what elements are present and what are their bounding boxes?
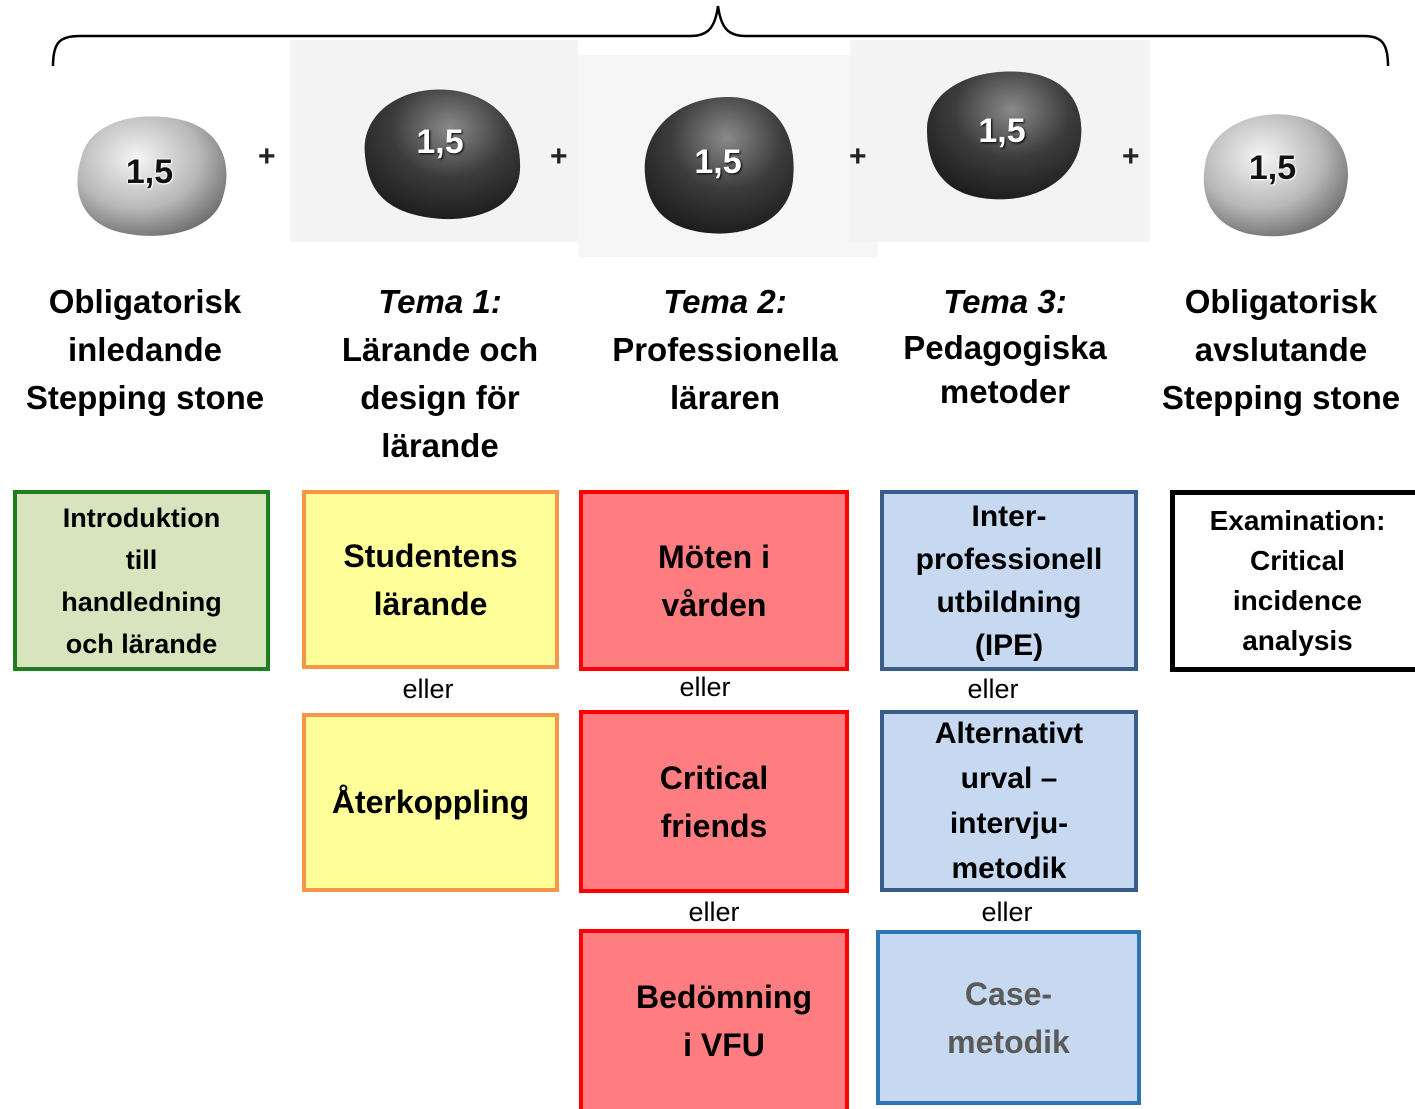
column-title-theme-2: Tema 2: Professionella läraren xyxy=(585,278,865,422)
title-line: design för xyxy=(360,379,520,416)
title-line: Lärande och xyxy=(341,331,539,368)
stone-4: 1,5 xyxy=(912,60,1092,210)
eller-label: eller xyxy=(688,897,740,927)
theme-label: Tema 2: xyxy=(663,283,787,320)
box-text: till xyxy=(125,544,158,575)
box-text: urval – xyxy=(960,762,1058,795)
box-text: i VFU xyxy=(683,1027,765,1063)
box-text: Återkoppling xyxy=(331,784,530,821)
stone-icon xyxy=(1203,114,1348,237)
stone-credit-label: 1,5 xyxy=(125,152,174,191)
title-line: lärande xyxy=(381,427,499,464)
stone-2: 1,5 xyxy=(350,75,530,225)
box-text: och lärande xyxy=(65,628,218,659)
eller-label: eller xyxy=(402,674,454,704)
box-text: professionell xyxy=(915,542,1103,576)
theme-label: Tema 1: xyxy=(378,283,502,320)
title-line: Obligatorisk xyxy=(1184,283,1378,320)
box-ipe[interactable]: Inter- professionell utbildning (IPE) xyxy=(880,490,1138,671)
title-line: metoder xyxy=(939,373,1071,410)
title-line: inledande xyxy=(67,331,223,368)
box-text: friends xyxy=(660,807,768,844)
plus-sign: + xyxy=(258,140,276,173)
curly-brace xyxy=(51,5,1390,67)
stone-credit-label: 1,5 xyxy=(978,111,1026,150)
box-text: analysis xyxy=(1242,625,1353,656)
box-text: Examination: xyxy=(1209,505,1386,536)
box-text: Studentens xyxy=(343,537,518,574)
box-bedomning-i-vfu[interactable]: Bedömning i VFU xyxy=(579,929,849,1109)
plus-sign: + xyxy=(849,140,867,173)
title-line: läraren xyxy=(669,379,781,416)
box-moten-i-varden[interactable]: Möten i vården xyxy=(579,490,849,671)
stone-icon xyxy=(644,97,794,234)
stone-3: 1,5 xyxy=(633,85,803,240)
box-text: Case- xyxy=(964,975,1053,1012)
box-text: metodik xyxy=(947,1023,1070,1060)
box-text: utbildning xyxy=(936,585,1082,619)
box-text: Introduktion xyxy=(62,502,221,533)
column-title-final: Obligatorisk avslutande Stepping stone xyxy=(1150,278,1412,422)
stone-5: 1,5 xyxy=(1190,95,1355,245)
box-text: incidence xyxy=(1232,585,1363,616)
box-intro[interactable]: Introduktion till handledning och lärand… xyxy=(13,490,270,671)
box-text: Inter- xyxy=(971,499,1047,533)
stone-icon xyxy=(364,89,521,220)
box-text: Critical xyxy=(1250,545,1345,576)
box-casemetodik[interactable]: Case- metodik xyxy=(876,930,1141,1105)
theme-label: Tema 3: xyxy=(943,283,1067,320)
box-studentens-larande[interactable]: Studentens lärande xyxy=(302,490,559,669)
title-line: avslutande xyxy=(1194,331,1368,368)
stone-credit-label: 1,5 xyxy=(694,143,742,181)
title-line: Obligatorisk xyxy=(48,283,242,320)
column-title-theme-1: Tema 1: Lärande och design för lärande xyxy=(300,278,580,470)
stone-credit-label: 1,5 xyxy=(1248,148,1297,187)
box-aterkoppling[interactable]: Återkoppling xyxy=(302,713,559,892)
box-examination[interactable]: Examination: Critical incidence analysis xyxy=(1170,490,1415,672)
box-text: intervju- xyxy=(949,807,1069,840)
eller-label: eller xyxy=(679,672,731,702)
title-line: Professionella xyxy=(612,331,838,368)
box-text: Critical xyxy=(659,759,769,796)
box-text: vården xyxy=(661,586,767,623)
box-text: metodik xyxy=(951,852,1067,885)
box-text: handledning xyxy=(61,586,222,617)
stone-1: 1,5 xyxy=(62,95,237,245)
box-alternativt-urval[interactable]: Alternativt urval – intervju- metodik xyxy=(880,710,1138,892)
box-text: Alternativt xyxy=(934,717,1084,750)
title-line: Pedagogiska xyxy=(903,329,1107,366)
box-text: Möten i xyxy=(658,538,770,575)
column-title-intro: Obligatorisk inledande Stepping stone xyxy=(10,278,280,422)
eller-label: eller xyxy=(967,674,1019,704)
title-line: Stepping stone xyxy=(1161,379,1401,416)
eller-label: eller xyxy=(981,897,1033,927)
box-text: lärande xyxy=(373,585,488,622)
stone-credit-label: 1,5 xyxy=(416,122,464,161)
stone-icon xyxy=(927,71,1082,200)
column-title-theme-3: Tema 3: Pedagogiska metoder xyxy=(870,278,1140,414)
box-text: Bedömning xyxy=(636,979,812,1015)
title-line: Stepping stone xyxy=(25,379,265,416)
box-text: (IPE) xyxy=(974,628,1044,662)
stone-icon xyxy=(77,116,227,236)
box-critical-friends[interactable]: Critical friends xyxy=(579,710,849,893)
plus-sign: + xyxy=(550,140,568,173)
plus-sign: + xyxy=(1122,140,1140,173)
